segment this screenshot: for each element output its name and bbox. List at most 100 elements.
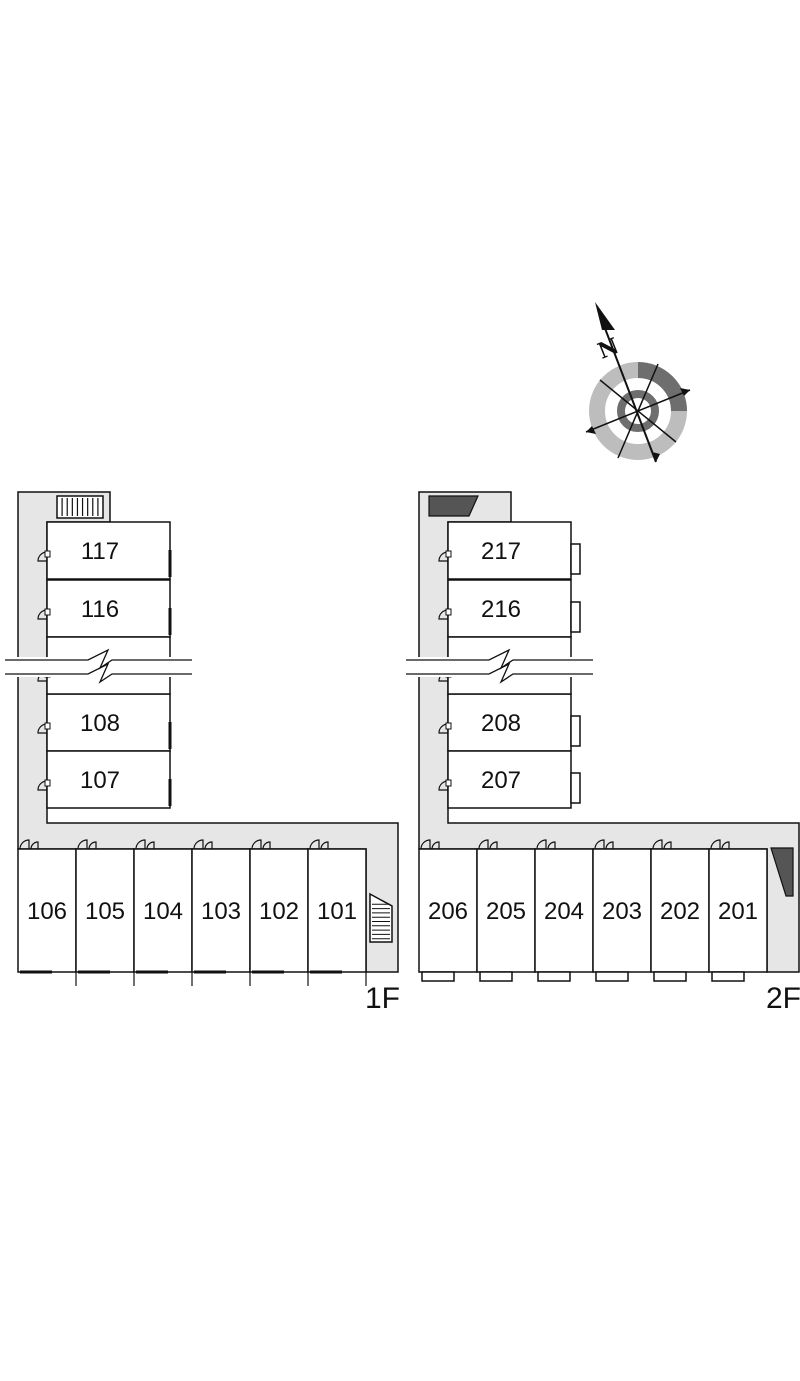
door-icon (30, 841, 39, 850)
balcony (595, 971, 629, 982)
compass-dark-ring (637, 362, 687, 412)
stairs-icon (770, 847, 794, 897)
room-207 (447, 750, 572, 809)
door-icon (320, 841, 329, 850)
balcony (570, 543, 581, 575)
door-icon (135, 839, 146, 850)
compass-arrow-icon (652, 452, 660, 462)
room-number: 208 (481, 710, 521, 737)
room-number: 205 (486, 898, 526, 925)
compass-arrow-icon (680, 388, 690, 396)
room-104 (133, 848, 193, 973)
door-icon (721, 841, 730, 850)
room-number: 207 (481, 767, 521, 794)
floor-1f-plan: 117 116 108 107 106 105 104 103 102 101 1F (5, 491, 400, 1015)
room-number: 204 (544, 898, 584, 925)
door-icon (445, 779, 452, 787)
door-icon (44, 550, 51, 558)
room-number: 107 (80, 767, 120, 794)
balcony (570, 715, 581, 747)
room-204 (534, 848, 594, 973)
door-icon (251, 839, 262, 850)
room-number: 117 (81, 538, 119, 565)
stairs-icon (428, 495, 479, 517)
room-number: 202 (660, 898, 700, 925)
room-203 (592, 848, 652, 973)
balcony (479, 971, 513, 982)
break-line (5, 648, 192, 670)
balcony (711, 971, 745, 982)
balcony (570, 601, 581, 633)
room-number: 217 (481, 538, 521, 565)
room-216 (447, 579, 572, 638)
compass-arrow-icon (586, 426, 596, 434)
room-103 (191, 848, 251, 973)
floor-label: 1F (365, 982, 400, 1015)
floor-label: 2F (766, 982, 800, 1015)
door-icon (710, 839, 721, 850)
room-105 (75, 848, 135, 973)
balcony (421, 971, 455, 982)
floor-2f-plan: 217 216 208 207 206 205 204 203 202 201 2F (406, 491, 800, 1015)
break-mask (406, 657, 594, 677)
room-number: 104 (143, 898, 183, 925)
door-icon (204, 841, 213, 850)
door-icon (44, 779, 51, 787)
door-icon (146, 841, 155, 850)
room-number: 108 (80, 710, 120, 737)
balcony (537, 971, 571, 982)
room-number: 216 (481, 596, 521, 623)
room-number: 206 (428, 898, 468, 925)
door-icon (547, 841, 556, 850)
room-201 (708, 848, 768, 973)
door-icon (652, 839, 663, 850)
room-206 (418, 848, 478, 973)
compass-north-label: N (594, 333, 622, 365)
door-icon (309, 839, 320, 850)
door-icon (77, 839, 88, 850)
door-icon (594, 839, 605, 850)
door-icon (536, 839, 547, 850)
compass-north-arrow-icon (595, 302, 615, 330)
door-icon (445, 608, 452, 616)
compass-needle-north-south (597, 309, 657, 463)
door-icon (431, 841, 440, 850)
compass-line (617, 363, 659, 459)
door-icon (445, 722, 452, 730)
room-number: 101 (317, 898, 357, 925)
balcony (653, 971, 687, 982)
room-number: 203 (602, 898, 642, 925)
room-106 (17, 848, 77, 973)
room-202 (650, 848, 710, 973)
door-icon (478, 839, 489, 850)
room-116 (46, 579, 171, 638)
door-icon (262, 841, 271, 850)
room-number: 105 (85, 898, 125, 925)
room-number: 102 (259, 898, 299, 925)
room-number: 201 (718, 898, 758, 925)
door-icon (44, 608, 51, 616)
room-number: 106 (27, 898, 67, 925)
compass: N (585, 302, 691, 463)
door-icon (445, 550, 452, 558)
break-mask (5, 657, 193, 677)
door-icon (605, 841, 614, 850)
door-icon (88, 841, 97, 850)
balcony (570, 772, 581, 804)
room-number: 103 (201, 898, 241, 925)
room-102 (249, 848, 309, 973)
break-line (406, 648, 593, 670)
stairs-icon (56, 495, 104, 519)
break-line (406, 662, 593, 684)
door-icon (489, 841, 498, 850)
door-icon (663, 841, 672, 850)
room-number: 116 (81, 596, 119, 623)
door-icon (19, 839, 30, 850)
door-icon (420, 839, 431, 850)
door-icon (193, 839, 204, 850)
break-line (5, 662, 192, 684)
room-217 (447, 521, 572, 580)
door-icon (44, 722, 51, 730)
compass-inner-ring (617, 390, 659, 432)
